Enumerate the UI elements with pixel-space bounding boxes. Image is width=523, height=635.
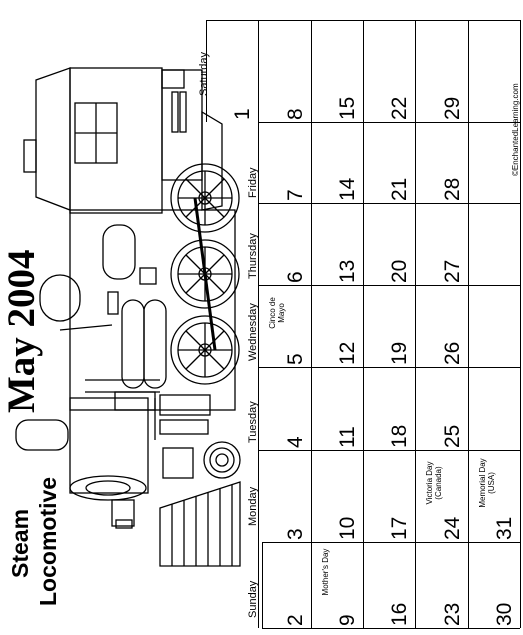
grid-line — [258, 203, 520, 204]
day-number: 28 — [440, 177, 464, 201]
grid-line — [311, 20, 312, 628]
grid-line — [415, 20, 416, 628]
weekday-saturday: Saturday — [198, 51, 210, 96]
day-number: 8 — [283, 108, 307, 120]
day-number: 31 — [493, 516, 516, 540]
day-number: 10 — [336, 516, 359, 540]
weekday-tuesday: Tuesday — [247, 401, 259, 443]
grid-line-bottom — [262, 628, 520, 629]
weekday-thursday: Thursday — [247, 233, 259, 279]
day-number: 7 — [283, 189, 307, 201]
grid-line — [520, 20, 521, 628]
grid-line — [258, 450, 520, 451]
grid-line — [468, 20, 469, 628]
holiday-note: Victoria Day (Canada) — [425, 461, 444, 505]
day-number: 12 — [336, 341, 359, 365]
day-number: 22 — [388, 96, 412, 120]
day-number: 13 — [336, 259, 359, 283]
day-number: 20 — [388, 259, 412, 283]
grid-line — [258, 20, 259, 628]
grid-line — [258, 122, 520, 123]
grid-line — [258, 367, 520, 368]
holiday-note: Mother's Day — [320, 548, 330, 596]
day-number: 5 — [283, 353, 307, 365]
day-number: 4 — [283, 436, 307, 448]
day-number: 23 — [440, 602, 464, 626]
drive-wheels — [170, 163, 240, 385]
day-number: 26 — [440, 341, 464, 365]
grid-line — [206, 20, 207, 122]
grid-line — [262, 542, 520, 543]
grid-line — [363, 20, 364, 628]
day-number: 24 — [440, 516, 464, 540]
day-number: 30 — [493, 602, 516, 626]
day-number: 1 — [231, 108, 255, 120]
day-number: 27 — [440, 259, 464, 283]
day-number: 14 — [336, 177, 359, 201]
day-number: 3 — [283, 528, 307, 540]
day-number: 18 — [388, 424, 412, 448]
day-number: 25 — [440, 424, 464, 448]
weekday-monday: Monday — [247, 486, 259, 526]
weekday-sunday: Sunday — [247, 580, 259, 618]
weekday-wednesday: Wednesday — [247, 303, 259, 361]
holiday-note: Cinco de Mayo — [268, 297, 287, 329]
holiday-note: Memorial Day (USA) — [477, 458, 496, 508]
weekday-friday: Friday — [247, 167, 259, 198]
day-number: 29 — [440, 96, 464, 120]
day-number: 2 — [283, 614, 307, 626]
grid-line — [262, 542, 263, 628]
day-number: 16 — [388, 602, 412, 626]
day-number: 21 — [388, 177, 412, 201]
day-number: 11 — [336, 426, 359, 448]
day-number: 15 — [336, 96, 359, 120]
grid-line — [258, 285, 520, 286]
day-number: 6 — [283, 271, 307, 283]
day-number: 17 — [388, 516, 412, 540]
day-number: 19 — [388, 341, 412, 365]
day-number: 9 — [336, 614, 359, 626]
